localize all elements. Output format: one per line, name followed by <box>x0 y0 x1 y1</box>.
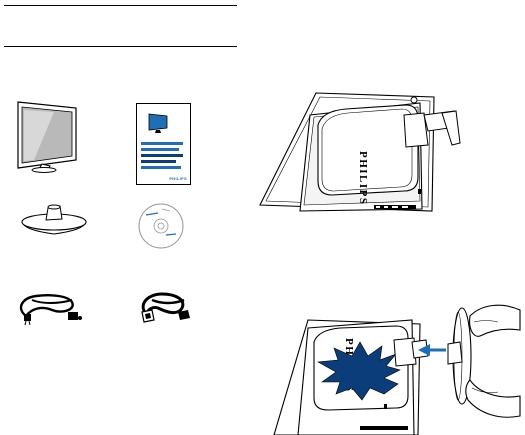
stand-base-icon <box>20 200 90 238</box>
monitor-icon <box>14 98 80 173</box>
hands-icon <box>466 305 520 417</box>
guide-monitor-icon <box>147 112 169 134</box>
step-2-illustration: PHILIPS <box>262 300 524 435</box>
section-rule <box>4 46 237 47</box>
power-cord-icon <box>12 288 84 326</box>
step-1-port-row <box>374 205 416 209</box>
step-1-brand: PHILIPS <box>357 151 369 206</box>
vga-cable-icon <box>136 288 192 326</box>
guide-icon: PHILIPS <box>136 103 191 185</box>
top-rule <box>4 5 237 6</box>
step-1-monitor-back: PHILIPS <box>300 103 422 211</box>
guide-text-block <box>141 142 185 168</box>
guide-brand: PHILIPS <box>169 176 187 181</box>
disc-icon <box>136 201 186 251</box>
step-1-illustration: PHILIPS <box>256 85 476 233</box>
